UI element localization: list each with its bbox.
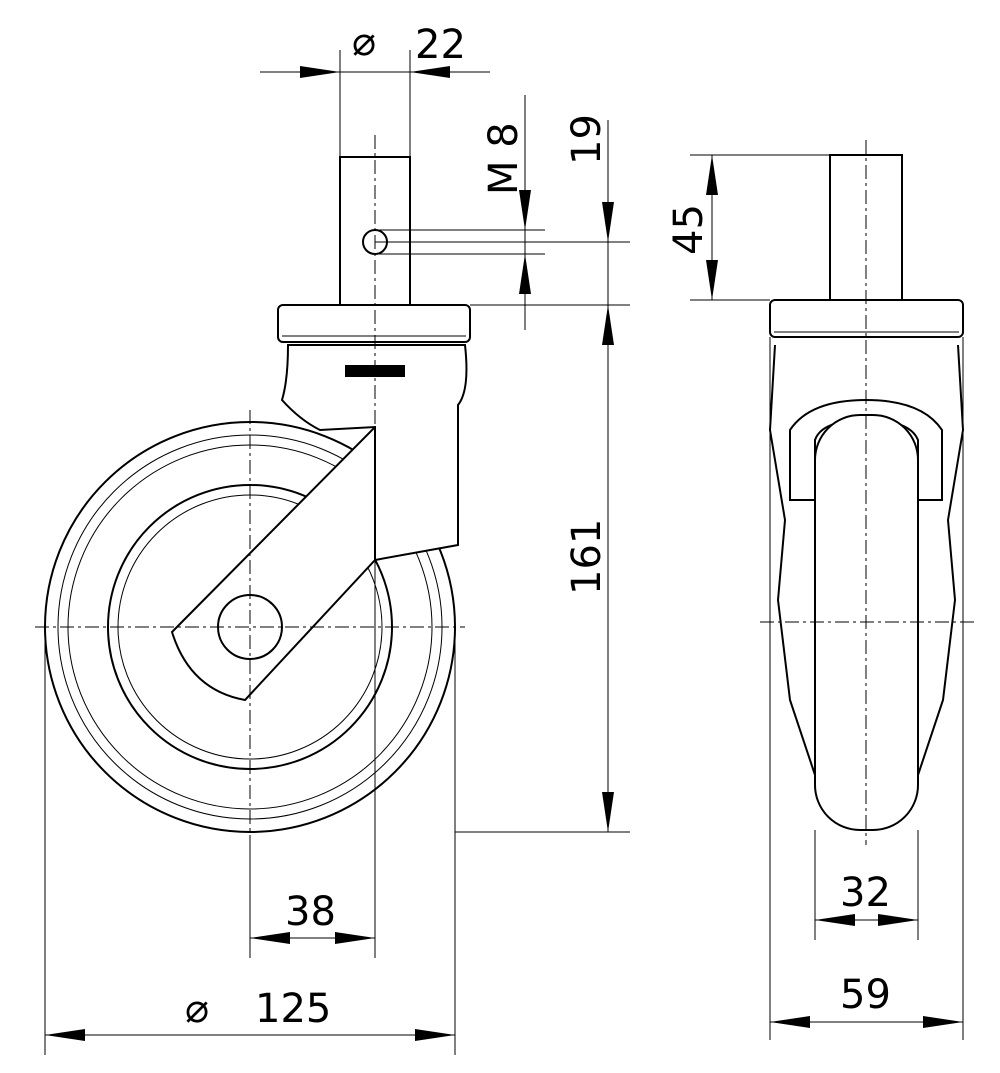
side-view xyxy=(35,135,471,845)
diameter-symbol: ⌀ xyxy=(352,19,376,65)
dim-stem-length: 45 xyxy=(666,204,712,255)
front-view xyxy=(760,140,975,845)
dim-thread: M 8 xyxy=(481,122,527,195)
dim-bolt-hole: 19 xyxy=(564,114,610,165)
diameter-symbol: ⌀ xyxy=(185,986,209,1032)
dimension-lines xyxy=(44,50,964,1055)
dim-wheel-diameter: 125 xyxy=(255,986,331,1032)
dim-stem-diameter: 22 xyxy=(415,22,466,68)
dim-offset: 38 xyxy=(285,889,336,935)
dim-overall-height: 161 xyxy=(564,519,610,595)
dim-overall-width: 59 xyxy=(840,972,891,1018)
dim-wheel-width: 32 xyxy=(840,870,891,916)
